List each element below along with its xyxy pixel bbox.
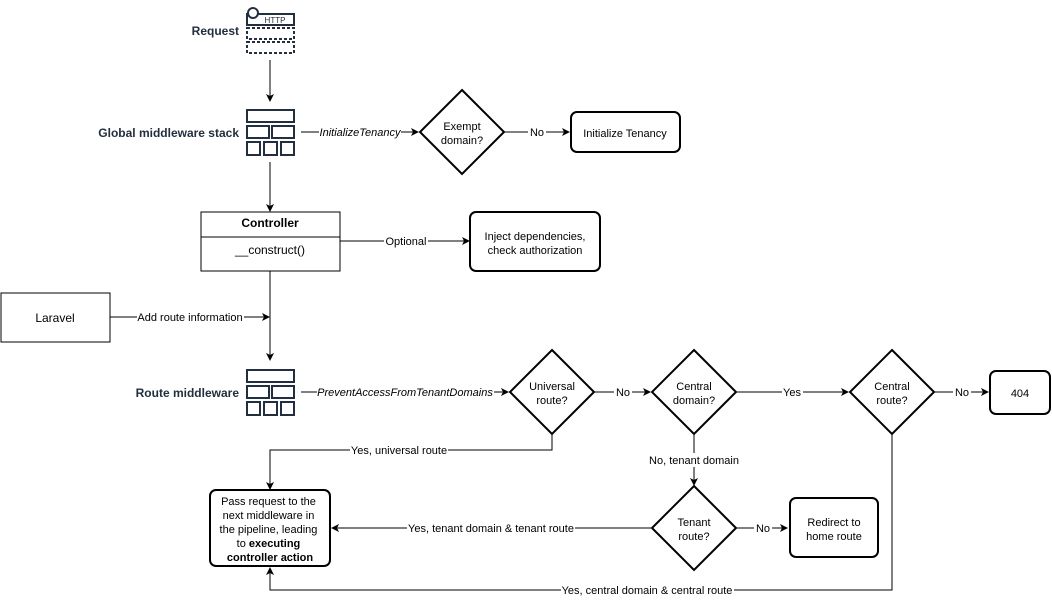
edge-label-prevent-access: PreventAccessFromTenantDomains xyxy=(317,387,493,399)
inject-text: Inject dependencies,check authorization xyxy=(485,231,586,257)
pass-request-box xyxy=(209,489,331,567)
route-middleware-label: Route middleware xyxy=(136,386,240,400)
laravel-box xyxy=(0,292,111,343)
controller-method: __construct() xyxy=(234,243,305,257)
controller-title: Controller xyxy=(241,216,299,230)
not-found-box xyxy=(989,370,1051,415)
edge-universal-yes xyxy=(266,434,553,490)
edge-label-central-route-yes: Yes, central domain & central route xyxy=(562,585,733,597)
edge-label-no: No xyxy=(530,127,544,139)
not-found-text: 404 xyxy=(1011,388,1029,400)
edge-label-tenant-domain: No, tenant domain xyxy=(649,455,739,467)
controller-box xyxy=(200,211,341,272)
edge-label-central-yes: Yes xyxy=(783,387,801,399)
global-middleware-label: Global middleware stack xyxy=(98,126,239,140)
request-label: Request xyxy=(192,24,239,38)
edge-label-tenant-no: No xyxy=(756,523,770,535)
route-middleware-stack-icon xyxy=(246,369,295,416)
inject-dependencies-box xyxy=(469,211,601,272)
global-middleware-stack-icon xyxy=(246,109,295,156)
laravel-text: Laravel xyxy=(35,311,74,325)
exempt-domain-decision xyxy=(418,88,506,176)
http-icon-text: HTTP xyxy=(265,16,286,25)
tenant-route-decision xyxy=(650,484,738,572)
edge-label-central-route-no: No xyxy=(955,387,969,399)
edge-label-tenant-yes: Yes, tenant domain & tenant route xyxy=(408,523,574,535)
redirect-box xyxy=(789,497,879,558)
pass-request-text: Pass request to the next middleware in t… xyxy=(220,496,321,564)
http-request-icon: HTTP xyxy=(246,7,295,54)
edge-label-initialize-tenancy: InitializeTenancy xyxy=(320,127,402,139)
edge-label-optional: Optional xyxy=(386,236,427,248)
edge-label-universal-no: No xyxy=(616,387,630,399)
edge-label-universal-yes: Yes, universal route xyxy=(351,445,447,457)
initialize-tenancy-box xyxy=(570,111,681,153)
initialize-tenancy-text: Initialize Tenancy xyxy=(583,128,667,140)
edge-label-add-route-info: Add route information xyxy=(137,312,242,324)
